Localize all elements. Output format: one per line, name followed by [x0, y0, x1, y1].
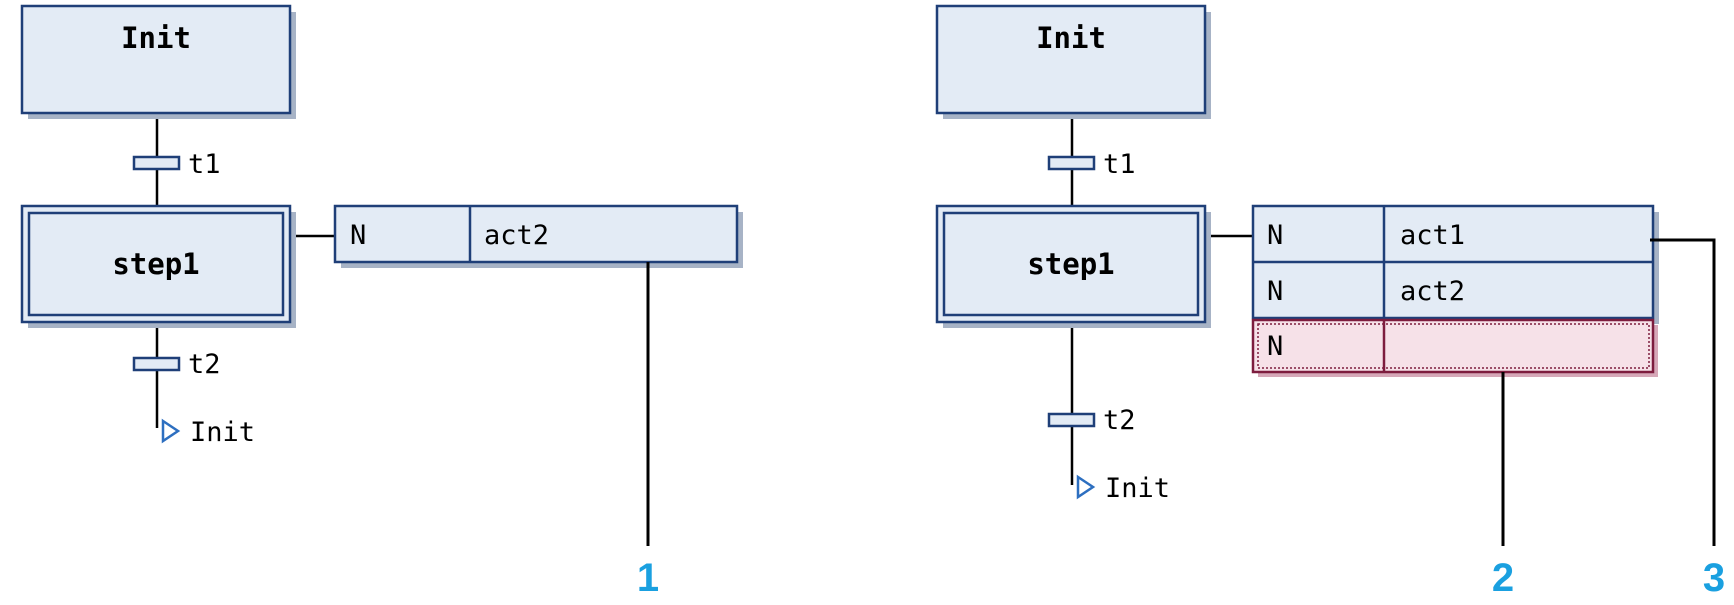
- left-jump[interactable]: Init: [161, 417, 255, 448]
- right-action-2-qualifier: N: [1267, 276, 1283, 307]
- jump-arrow-icon: [161, 418, 181, 444]
- right-init-step[interactable]: Init: [935, 4, 1211, 119]
- right-action-1-name: act1: [1400, 220, 1465, 251]
- right-action-row-act1[interactable]: N act1: [1267, 220, 1465, 251]
- right-action-2-name: act2: [1400, 276, 1465, 307]
- right-init-step-label: Init: [1036, 21, 1106, 55]
- right-transition-t1[interactable]: t1: [1047, 149, 1136, 180]
- right-action-3-qualifier: N: [1267, 331, 1283, 362]
- right-action-table: N act1 N act2 N: [1251, 204, 1659, 377]
- right-step1[interactable]: step1: [935, 204, 1211, 328]
- callout-3-label: 3: [1703, 556, 1725, 600]
- left-step1[interactable]: step1: [20, 204, 296, 328]
- right-step1-label: step1: [1027, 247, 1114, 281]
- right-jump-target-label: Init: [1105, 473, 1170, 504]
- left-action-row[interactable]: N act2: [333, 204, 743, 268]
- jump-arrow-icon: [1076, 474, 1096, 500]
- callout-1: 1: [637, 262, 659, 600]
- right-diagram: Init t1 step1 N act1 N act2: [935, 4, 1725, 600]
- left-transition-t1-label: t1: [188, 149, 221, 180]
- left-transition-t2-label: t2: [188, 349, 221, 380]
- left-step1-label: step1: [112, 247, 199, 281]
- callout-2-label: 2: [1492, 556, 1514, 600]
- left-transition-t1[interactable]: t1: [132, 149, 221, 180]
- right-action-row-new[interactable]: N: [1251, 318, 1658, 377]
- right-jump[interactable]: Init: [1076, 473, 1170, 504]
- right-transition-t2[interactable]: t2: [1047, 405, 1136, 436]
- left-init-step-label: Init: [121, 21, 191, 55]
- right-transition-t1-label: t1: [1103, 149, 1136, 180]
- left-transition-t2[interactable]: t2: [132, 349, 221, 380]
- left-jump-target-label: Init: [190, 417, 255, 448]
- right-transition-t2-label: t2: [1103, 405, 1136, 436]
- callout-1-label: 1: [637, 556, 659, 600]
- right-action-row-act2[interactable]: N act2: [1267, 276, 1465, 307]
- left-action-qualifier: N: [350, 220, 366, 251]
- left-action-name: act2: [484, 220, 549, 251]
- right-action-1-qualifier: N: [1267, 220, 1283, 251]
- callout-2: 2: [1492, 372, 1514, 600]
- callout-3: 3: [1650, 238, 1725, 600]
- left-diagram: Init t1 step1 N act2 t2: [20, 4, 743, 600]
- left-init-step[interactable]: Init: [20, 4, 296, 119]
